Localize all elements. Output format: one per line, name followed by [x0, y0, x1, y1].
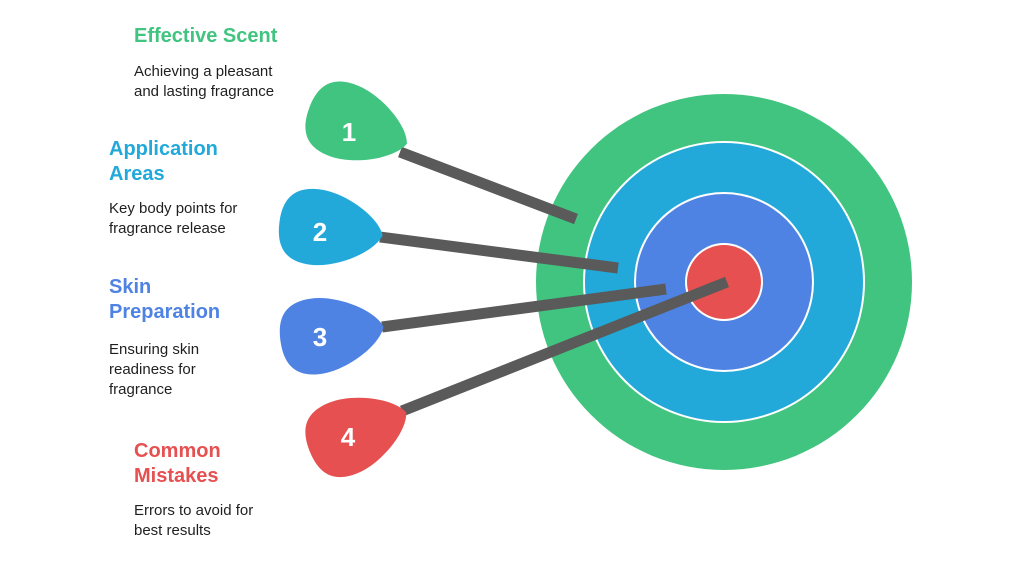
dart-shaft-1	[398, 146, 578, 225]
item-2-description: Key body points for fragrance release	[109, 200, 238, 237]
item-1-description: Achieving a pleasant and lasting fragran…	[134, 63, 275, 100]
dart-pin-3	[279, 298, 384, 375]
dart-pin-1-shape	[305, 81, 407, 161]
dart-shafts	[379, 146, 730, 417]
dart-pin-2-number: 2	[313, 217, 327, 247]
dart-pin-4-number: 4	[341, 422, 356, 452]
item-3-description: Ensuring skin readiness for fragrance	[109, 341, 200, 398]
item-4-title: Common Mistakes	[134, 440, 221, 487]
item-2-title: Application Areas	[109, 138, 218, 185]
dart-pin-4-shape	[305, 397, 407, 477]
dart-pin-1	[305, 81, 407, 161]
item-4-description: Errors to avoid for best results	[134, 502, 254, 539]
dart-pin-3-shape	[279, 298, 384, 375]
dart-shaft-2	[379, 231, 619, 274]
item-3-title: Skin Preparation	[109, 276, 221, 323]
dart-pin-2	[278, 188, 383, 266]
item-1-title: Effective Scent	[134, 25, 278, 47]
dart-pin-3-number: 3	[313, 322, 327, 352]
dart-shaft-3	[381, 283, 667, 333]
dart-pin-1-number: 1	[342, 117, 356, 147]
dart-shaft-4	[399, 276, 730, 417]
dart-pin-2-shape	[278, 188, 383, 266]
dart-pin-4	[305, 397, 407, 477]
